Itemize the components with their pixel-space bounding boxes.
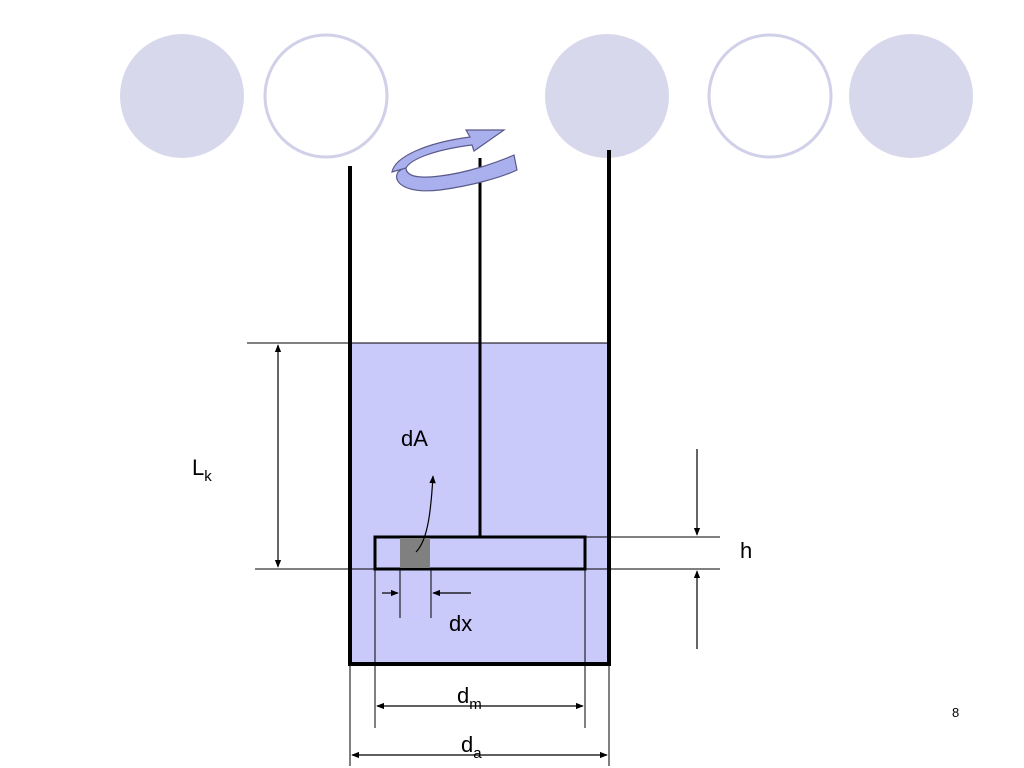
deco-circle-outline (707, 33, 833, 159)
dA-pointer-arrow (415, 475, 436, 553)
deco-circle-filled (545, 34, 669, 158)
slide-number: 8 (952, 705, 960, 720)
tank (348, 150, 611, 666)
decorative-circles (120, 33, 973, 159)
deco-circle-filled (120, 34, 244, 158)
dx-dimension (399, 569, 432, 618)
dx-label: dx (449, 611, 472, 636)
dA-label: dA (401, 426, 428, 451)
rotation-arrow-icon (391, 129, 518, 192)
deco-circle-outline (263, 33, 389, 159)
da-label: da (461, 732, 482, 762)
Lk-label: Lk (192, 455, 212, 485)
h-label: h (740, 538, 752, 563)
reference-lines (247, 342, 720, 570)
dm-label: dm (457, 683, 482, 713)
element-dA (400, 538, 430, 568)
deco-circle-filled (849, 34, 973, 158)
